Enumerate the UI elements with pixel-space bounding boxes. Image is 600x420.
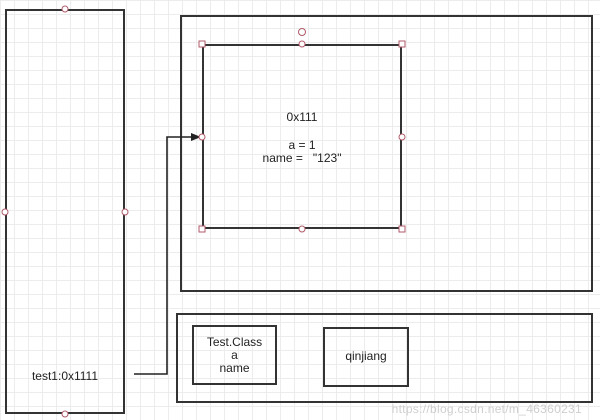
heap-object-address: 0x111 [286,110,318,124]
heap-box[interactable] [180,15,593,292]
constant-value-label: qinjiang [345,349,387,363]
heap-object-handle-tr[interactable] [398,40,406,48]
heap-field-name: name = "123" [262,151,342,165]
reference-arrow[interactable] [134,133,201,375]
method-area-box[interactable] [176,313,593,403]
stack-handle-left[interactable] [1,208,9,216]
heap-object-rotate-handle[interactable] [298,28,306,36]
constant-box[interactable] [323,327,409,387]
heap-object-handle-br[interactable] [398,225,406,233]
stack-handle-right[interactable] [121,208,129,216]
heap-object-handle-left[interactable] [198,133,206,141]
stack-handle-top[interactable] [61,5,69,13]
class-field-name-label: name [219,361,250,375]
stack-handle-bottom[interactable] [61,410,69,418]
heap-object-handle-tl[interactable] [198,40,206,48]
class-box[interactable] [192,325,277,385]
watermark-text: https://blog.csdn.net/m_46360231 [391,402,582,416]
class-name-label: Test.Class [206,335,263,349]
heap-field-a: a = 1 [288,138,316,152]
class-field-a-label: a [231,348,238,362]
heap-object-handle-right[interactable] [398,133,406,141]
heap-object-handle-bl[interactable] [198,225,206,233]
stack-variable-label: test1:0x1111 [31,369,99,383]
heap-object-handle-bottom[interactable] [298,225,306,233]
heap-object-handle-top[interactable] [298,40,306,48]
